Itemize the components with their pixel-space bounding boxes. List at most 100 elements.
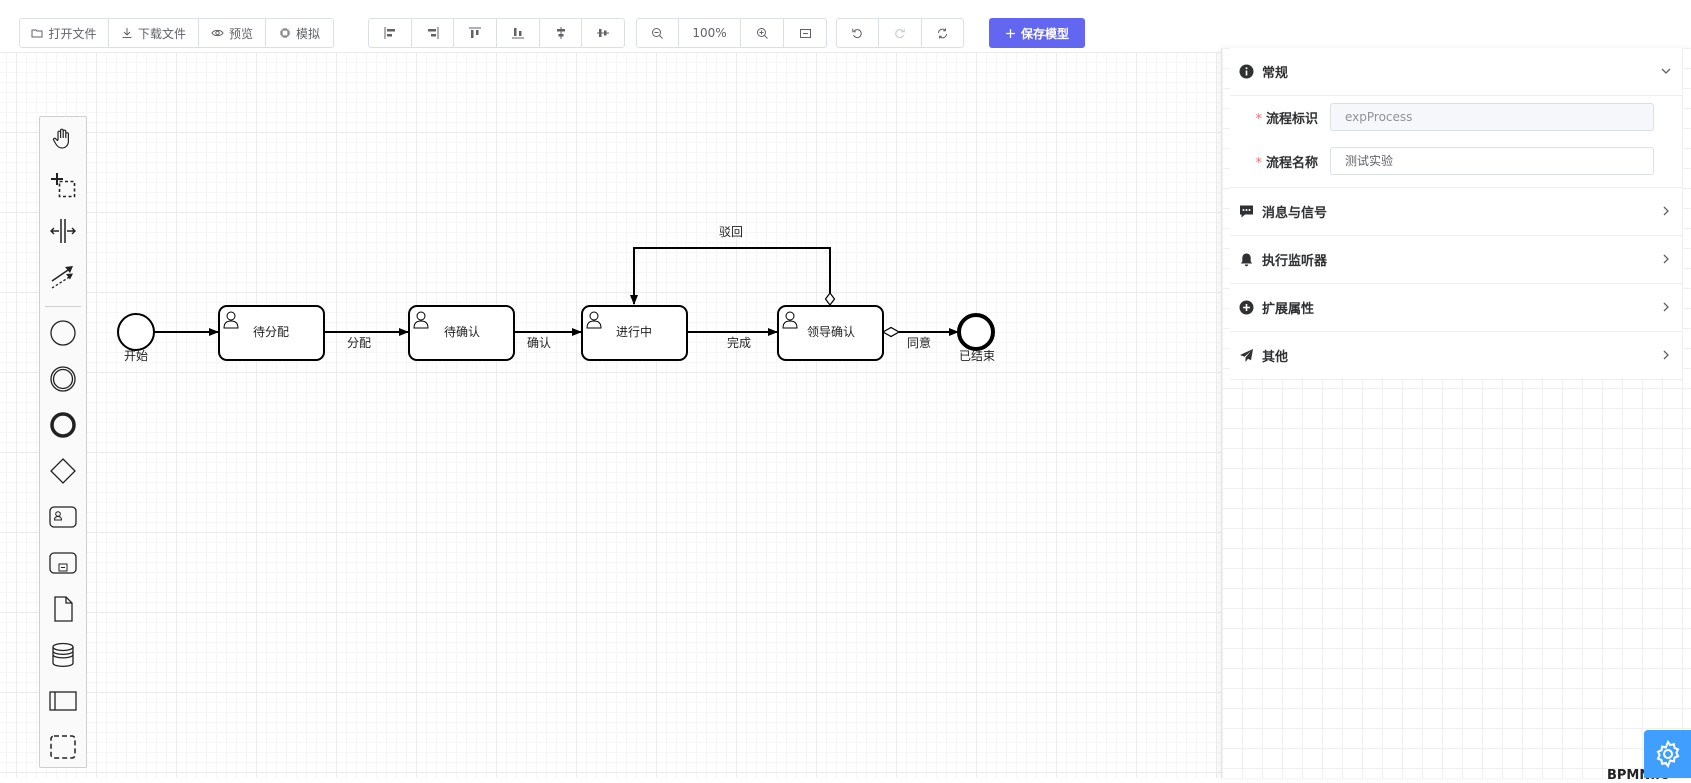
properties-panel: 常规 *流程标识 expProcess *流程名称 测试实验 消息与信号 xyxy=(1221,48,1691,778)
create-data-store[interactable] xyxy=(40,635,86,675)
task-pending-assign-label: 待分配 xyxy=(253,325,289,339)
task-in-progress-label: 进行中 xyxy=(616,324,652,339)
intermediate-event-icon xyxy=(50,366,76,392)
flow-confirm-label: 确认 xyxy=(527,336,551,350)
hand-icon xyxy=(52,128,69,149)
align-middle-button[interactable] xyxy=(582,19,624,47)
section-extension-title: 扩展属性 xyxy=(1262,302,1315,317)
process-name-label: *流程名称 xyxy=(1255,155,1318,171)
task-pending-confirm-label: 待确认 xyxy=(444,325,480,339)
create-user-task[interactable] xyxy=(40,497,86,537)
section-general-header[interactable]: 常规 xyxy=(1230,48,1682,96)
modeler-canvas[interactable] xyxy=(0,52,1221,778)
user-task-icon xyxy=(49,506,77,528)
sequence-flow-reject[interactable] xyxy=(630,247,836,306)
open-file-button[interactable]: 打开文件 xyxy=(20,19,109,47)
align-button-group xyxy=(368,18,625,48)
settings-button[interactable] xyxy=(1644,730,1691,778)
folder-icon xyxy=(31,29,43,38)
group-icon xyxy=(50,735,76,759)
start-event[interactable] xyxy=(117,313,155,351)
user-icon xyxy=(223,311,239,329)
hand-tool[interactable] xyxy=(40,119,86,159)
preview-label: 预览 xyxy=(228,26,253,41)
sequence-flow-agree[interactable] xyxy=(881,326,959,338)
eye-icon xyxy=(211,29,224,37)
global-connect-tool[interactable] xyxy=(40,257,86,297)
task-leader-confirm[interactable] xyxy=(777,305,884,361)
simulate-button[interactable]: 模拟 xyxy=(266,19,333,47)
send-icon xyxy=(1238,348,1254,364)
create-gateway[interactable] xyxy=(40,451,86,491)
pool-icon xyxy=(49,691,77,711)
zoom-in-icon xyxy=(756,27,768,39)
chevron-right-icon xyxy=(1663,350,1669,360)
zoom-out-icon xyxy=(652,27,663,39)
bell-icon xyxy=(1238,252,1254,268)
align-right-button[interactable] xyxy=(412,19,455,47)
process-id-label: *流程标识 xyxy=(1255,111,1318,127)
subprocess-icon xyxy=(49,552,77,574)
create-intermediate-event[interactable] xyxy=(40,359,86,399)
info-icon xyxy=(1238,64,1254,80)
align-left-button[interactable] xyxy=(369,19,412,47)
download-file-button[interactable]: 下载文件 xyxy=(109,19,199,47)
space-tool[interactable] xyxy=(40,211,86,251)
create-end-event[interactable] xyxy=(40,405,86,445)
preview-button[interactable]: 预览 xyxy=(199,19,266,47)
process-name-row: *流程名称 测试实验 xyxy=(1230,147,1682,175)
section-listeners-title: 执行监听器 xyxy=(1262,254,1328,269)
chevron-right-icon xyxy=(1663,254,1669,264)
space-tool-icon xyxy=(50,219,76,243)
align-center-icon xyxy=(556,27,565,39)
create-group[interactable] xyxy=(40,727,86,767)
create-start-event[interactable] xyxy=(40,313,86,353)
align-top-button[interactable] xyxy=(454,19,498,47)
zoom-in-button[interactable] xyxy=(741,19,784,47)
end-event[interactable] xyxy=(957,313,995,351)
end-event-icon xyxy=(50,412,76,438)
section-messages-header[interactable]: 消息与信号 xyxy=(1230,188,1682,236)
zoom-out-button[interactable] xyxy=(637,19,679,47)
save-model-button[interactable]: 保存模型 xyxy=(989,18,1085,48)
gateway-icon xyxy=(50,458,76,484)
align-left-icon xyxy=(384,27,395,39)
start-event-label: 开始 xyxy=(124,349,148,363)
section-listeners-header[interactable]: 执行监听器 xyxy=(1230,236,1682,284)
download-icon xyxy=(122,28,132,38)
open-file-label: 打开文件 xyxy=(48,26,97,41)
redo-button[interactable] xyxy=(879,19,922,47)
gear-icon xyxy=(1656,739,1679,769)
fit-viewport-button[interactable] xyxy=(784,19,826,47)
create-subprocess[interactable] xyxy=(40,543,86,583)
data-store-icon xyxy=(52,642,74,668)
process-id-input[interactable]: expProcess xyxy=(1330,103,1654,131)
process-name-input[interactable]: 测试实验 xyxy=(1330,147,1654,175)
flow-reject-label: 驳回 xyxy=(719,225,743,239)
lasso-tool[interactable] xyxy=(40,165,86,205)
align-right-icon xyxy=(427,27,438,39)
plus-icon xyxy=(1005,28,1015,38)
undo-button[interactable] xyxy=(837,19,880,47)
create-pool[interactable] xyxy=(40,681,86,721)
bpmn-diagram: 开始 待分配 分配 待确认 确认 进行中 完成 领导确认 驳回 同意 已结束 xyxy=(117,225,995,363)
end-event-label: 已结束 xyxy=(959,349,995,363)
section-general-body: *流程标识 expProcess *流程名称 测试实验 xyxy=(1230,96,1682,188)
reset-button[interactable] xyxy=(922,19,963,47)
redo-icon xyxy=(895,28,906,38)
section-other-header[interactable]: 其他 xyxy=(1230,332,1682,380)
file-button-group: 打开文件 下载文件 预览 模拟 xyxy=(19,18,334,48)
create-data-object[interactable] xyxy=(40,589,86,629)
section-extension-header[interactable]: 扩展属性 xyxy=(1230,284,1682,332)
chevron-down-icon xyxy=(1661,68,1671,74)
process-id-row: *流程标识 expProcess xyxy=(1230,103,1682,131)
plus-circle-icon xyxy=(1238,300,1254,316)
element-palette xyxy=(39,116,87,768)
section-other-title: 其他 xyxy=(1262,350,1289,365)
align-center-button[interactable] xyxy=(540,19,583,47)
user-icon xyxy=(586,311,602,329)
align-bottom-button[interactable] xyxy=(497,19,540,47)
section-messages-title: 消息与信号 xyxy=(1262,206,1328,221)
align-bottom-icon xyxy=(511,28,524,39)
fit-screen-icon xyxy=(799,28,811,38)
